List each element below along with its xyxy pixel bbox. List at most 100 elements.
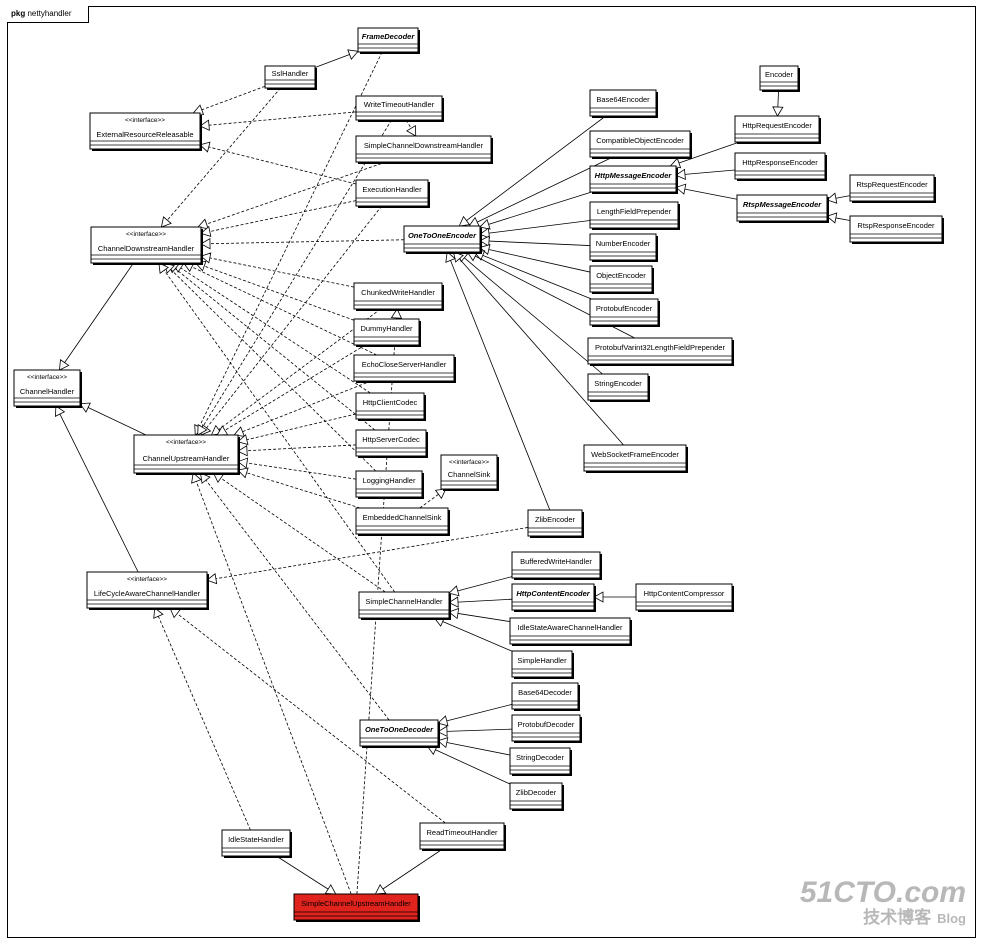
relation-implements-embedded-channel-sink-to-channel-sink bbox=[419, 488, 447, 509]
class-name: Encoder bbox=[765, 70, 793, 79]
relation-line bbox=[208, 146, 357, 185]
class-protobuf-varint32-length-field-prepender[interactable]: ProtobufVarint32LengthFieldPrepender bbox=[587, 337, 734, 366]
relation-line bbox=[209, 239, 405, 245]
class-protobuf-decoder[interactable]: ProtobufDecoder bbox=[511, 714, 582, 743]
generalization-arrowhead bbox=[160, 216, 172, 228]
relation-line bbox=[170, 269, 377, 472]
class-object-encoder[interactable]: ObjectEncoder bbox=[589, 265, 654, 294]
relation-line bbox=[488, 249, 591, 273]
class-external-resource-releasable[interactable]: <<interface>>ExternalResourceReleasable bbox=[89, 112, 202, 151]
class-name: Base64Encoder bbox=[596, 95, 650, 104]
class-name: WebSocketFrameEncoder bbox=[591, 450, 679, 459]
class-name: SimpleChannelHandler bbox=[365, 597, 443, 606]
class-dummy-handler[interactable]: DummyHandler bbox=[353, 318, 421, 347]
class-http-message-encoder[interactable]: HttpMessageEncoder bbox=[589, 165, 678, 194]
class-rtsp-request-encoder[interactable]: RtspRequestEncoder bbox=[849, 174, 936, 203]
relation-extends-life-cycle-aware-channel-handler-to-channel-handler bbox=[54, 405, 139, 573]
class-idle-state-handler[interactable]: IdleStateHandler bbox=[221, 829, 292, 858]
class-web-socket-frame-encoder[interactable]: WebSocketFrameEncoder bbox=[583, 444, 688, 473]
generalization-arrowhead bbox=[390, 308, 403, 319]
relation-line bbox=[684, 169, 736, 175]
class-name: ChannelHandler bbox=[20, 387, 75, 396]
watermark-site: 51CTO.com bbox=[799, 876, 966, 909]
class-logging-handler[interactable]: LoggingHandler bbox=[355, 470, 424, 499]
class-idle-state-aware-channel-handler[interactable]: IdleStateAwareChannelHandler bbox=[509, 617, 632, 646]
class-echo-close-server-handler[interactable]: EchoCloseServerHandler bbox=[353, 354, 456, 383]
class-ssl-handler[interactable]: SslHandler bbox=[264, 65, 317, 90]
class-life-cycle-aware-channel-handler[interactable]: <<interface>>LifeCycleAwareChannelHandle… bbox=[86, 571, 209, 610]
class-number-encoder[interactable]: NumberEncoder bbox=[589, 233, 658, 262]
class-read-timeout-handler[interactable]: ReadTimeoutHandler bbox=[419, 822, 506, 851]
relation-implements-chunked-write-handler-to-channel-downstream-handler bbox=[200, 252, 355, 288]
class-name: RtspMessageEncoder bbox=[743, 200, 822, 209]
class-length-field-prepender[interactable]: LengthFieldPrepender bbox=[589, 201, 680, 230]
relation-extends-http-content-compressor-to-http-content-encoder bbox=[593, 591, 636, 603]
class-chunked-write-handler[interactable]: ChunkedWriteHandler bbox=[353, 282, 444, 311]
class-string-decoder[interactable]: StringDecoder bbox=[509, 747, 572, 776]
class-name: HttpRequestEncoder bbox=[742, 121, 812, 130]
class-zlib-encoder[interactable]: ZlibEncoder bbox=[527, 509, 584, 538]
relation-line bbox=[202, 119, 392, 428]
class-http-response-encoder[interactable]: HttpResponseEncoder bbox=[734, 152, 827, 181]
class-http-content-compressor[interactable]: HttpContentCompressor bbox=[635, 583, 734, 612]
relation-line bbox=[459, 258, 624, 446]
class-rtsp-message-encoder[interactable]: RtspMessageEncoder bbox=[736, 194, 829, 223]
class-rtsp-response-encoder[interactable]: RtspResponseEncoder bbox=[849, 215, 944, 244]
class-string-encoder[interactable]: StringEncoder bbox=[587, 373, 650, 402]
class-name: Base64Decoder bbox=[518, 688, 572, 697]
relation-extends-channel-downstream-handler-to-channel-handler bbox=[58, 262, 134, 371]
generalization-arrowhead bbox=[200, 252, 212, 264]
class-frame-decoder[interactable]: FrameDecoder bbox=[357, 27, 420, 54]
class-simple-channel-downstream-handler[interactable]: SimpleChannelDownstreamHandler bbox=[355, 135, 493, 164]
class-channel-downstream-handler[interactable]: <<interface>>ChannelDownstreamHandler bbox=[90, 226, 203, 265]
relation-extends-rtsp-response-encoder-to-rtsp-message-encoder bbox=[826, 212, 851, 224]
class-box bbox=[86, 571, 208, 609]
relation-line bbox=[488, 220, 591, 234]
class-name: SimpleChannelUpstreamHandler bbox=[301, 899, 411, 908]
class-http-client-codec[interactable]: HttpClientCodec bbox=[355, 392, 426, 421]
class-one-to-one-decoder[interactable]: OneToOneDecoder bbox=[359, 719, 440, 748]
class-channel-handler[interactable]: <<interface>> ChannelHandler bbox=[13, 369, 82, 408]
class-simple-handler[interactable]: SimpleHandler bbox=[511, 650, 574, 679]
class-base64-encoder[interactable]: Base64Encoder bbox=[589, 89, 658, 118]
class-zlib-decoder[interactable]: ZlibDecoder bbox=[509, 782, 564, 811]
class-execution-handler[interactable]: ExecutionHandler bbox=[355, 179, 430, 208]
class-simple-channel-handler[interactable]: SimpleChannelHandler bbox=[358, 591, 451, 620]
class-simple-channel-upstream-handler[interactable]: SimpleChannelUpstreamHandler bbox=[293, 893, 420, 922]
class-encoder[interactable]: Encoder bbox=[759, 65, 800, 92]
class-channel-upstream-handler[interactable]: <<interface>>ChannelUpstreamHandler bbox=[133, 434, 240, 475]
class-channel-sink[interactable]: <<interface>>ChannelSink bbox=[440, 454, 499, 491]
class-stereotype: <<interface>> bbox=[27, 374, 67, 381]
relation-line bbox=[450, 260, 551, 511]
class-http-content-encoder[interactable]: HttpContentEncoder bbox=[511, 583, 596, 612]
generalization-arrowhead bbox=[79, 402, 91, 413]
relation-line bbox=[163, 270, 396, 593]
class-protobuf-encoder[interactable]: ProtobufEncoder bbox=[589, 298, 660, 327]
package-keyword: pkg bbox=[11, 9, 26, 18]
class-http-server-codec[interactable]: HttpServerCodec bbox=[355, 429, 428, 458]
relation-extends-buffered-write-handler-to-simple-channel-handler bbox=[448, 576, 513, 597]
class-compatible-object-encoder[interactable]: CompatibleObjectEncoder bbox=[589, 130, 692, 159]
class-name: RtspRequestEncoder bbox=[856, 180, 928, 189]
relation-extends-encoder-to-http-request-encoder bbox=[772, 89, 784, 117]
class-embedded-channel-sink[interactable]: EmbeddedChannelSink bbox=[355, 507, 450, 536]
relation-extends-length-field-prepender-to-one-to-one-encoder bbox=[479, 220, 591, 239]
relation-implements-simple-channel-downstream-handler-to-channel-downstream-handler bbox=[197, 161, 387, 230]
class-write-timeout-handler[interactable]: WriteTimeoutHandler bbox=[355, 95, 444, 122]
class-name: BufferedWriteHandler bbox=[520, 557, 592, 566]
generalization-arrowhead bbox=[479, 235, 490, 247]
class-one-to-one-encoder[interactable]: OneToOneEncoder bbox=[403, 225, 482, 254]
class-name: HttpContentCompressor bbox=[644, 589, 725, 598]
class-buffered-write-handler[interactable]: BufferedWriteHandler bbox=[511, 551, 602, 580]
generalization-arrowhead bbox=[206, 573, 218, 585]
class-http-request-encoder[interactable]: HttpRequestEncoder bbox=[734, 115, 821, 144]
relation-implements-write-timeout-handler-to-channel-upstream-handler bbox=[197, 119, 392, 436]
class-name: WriteTimeoutHandler bbox=[364, 100, 435, 109]
relation-line bbox=[466, 115, 606, 221]
class-base64-decoder[interactable]: Base64Decoder bbox=[511, 682, 580, 711]
class-name: SimpleHandler bbox=[517, 656, 567, 665]
class-name: SimpleChannelDownstreamHandler bbox=[364, 141, 484, 150]
package-tab: pkg nettyhandler bbox=[7, 6, 89, 23]
class-name: StringEncoder bbox=[594, 379, 642, 388]
